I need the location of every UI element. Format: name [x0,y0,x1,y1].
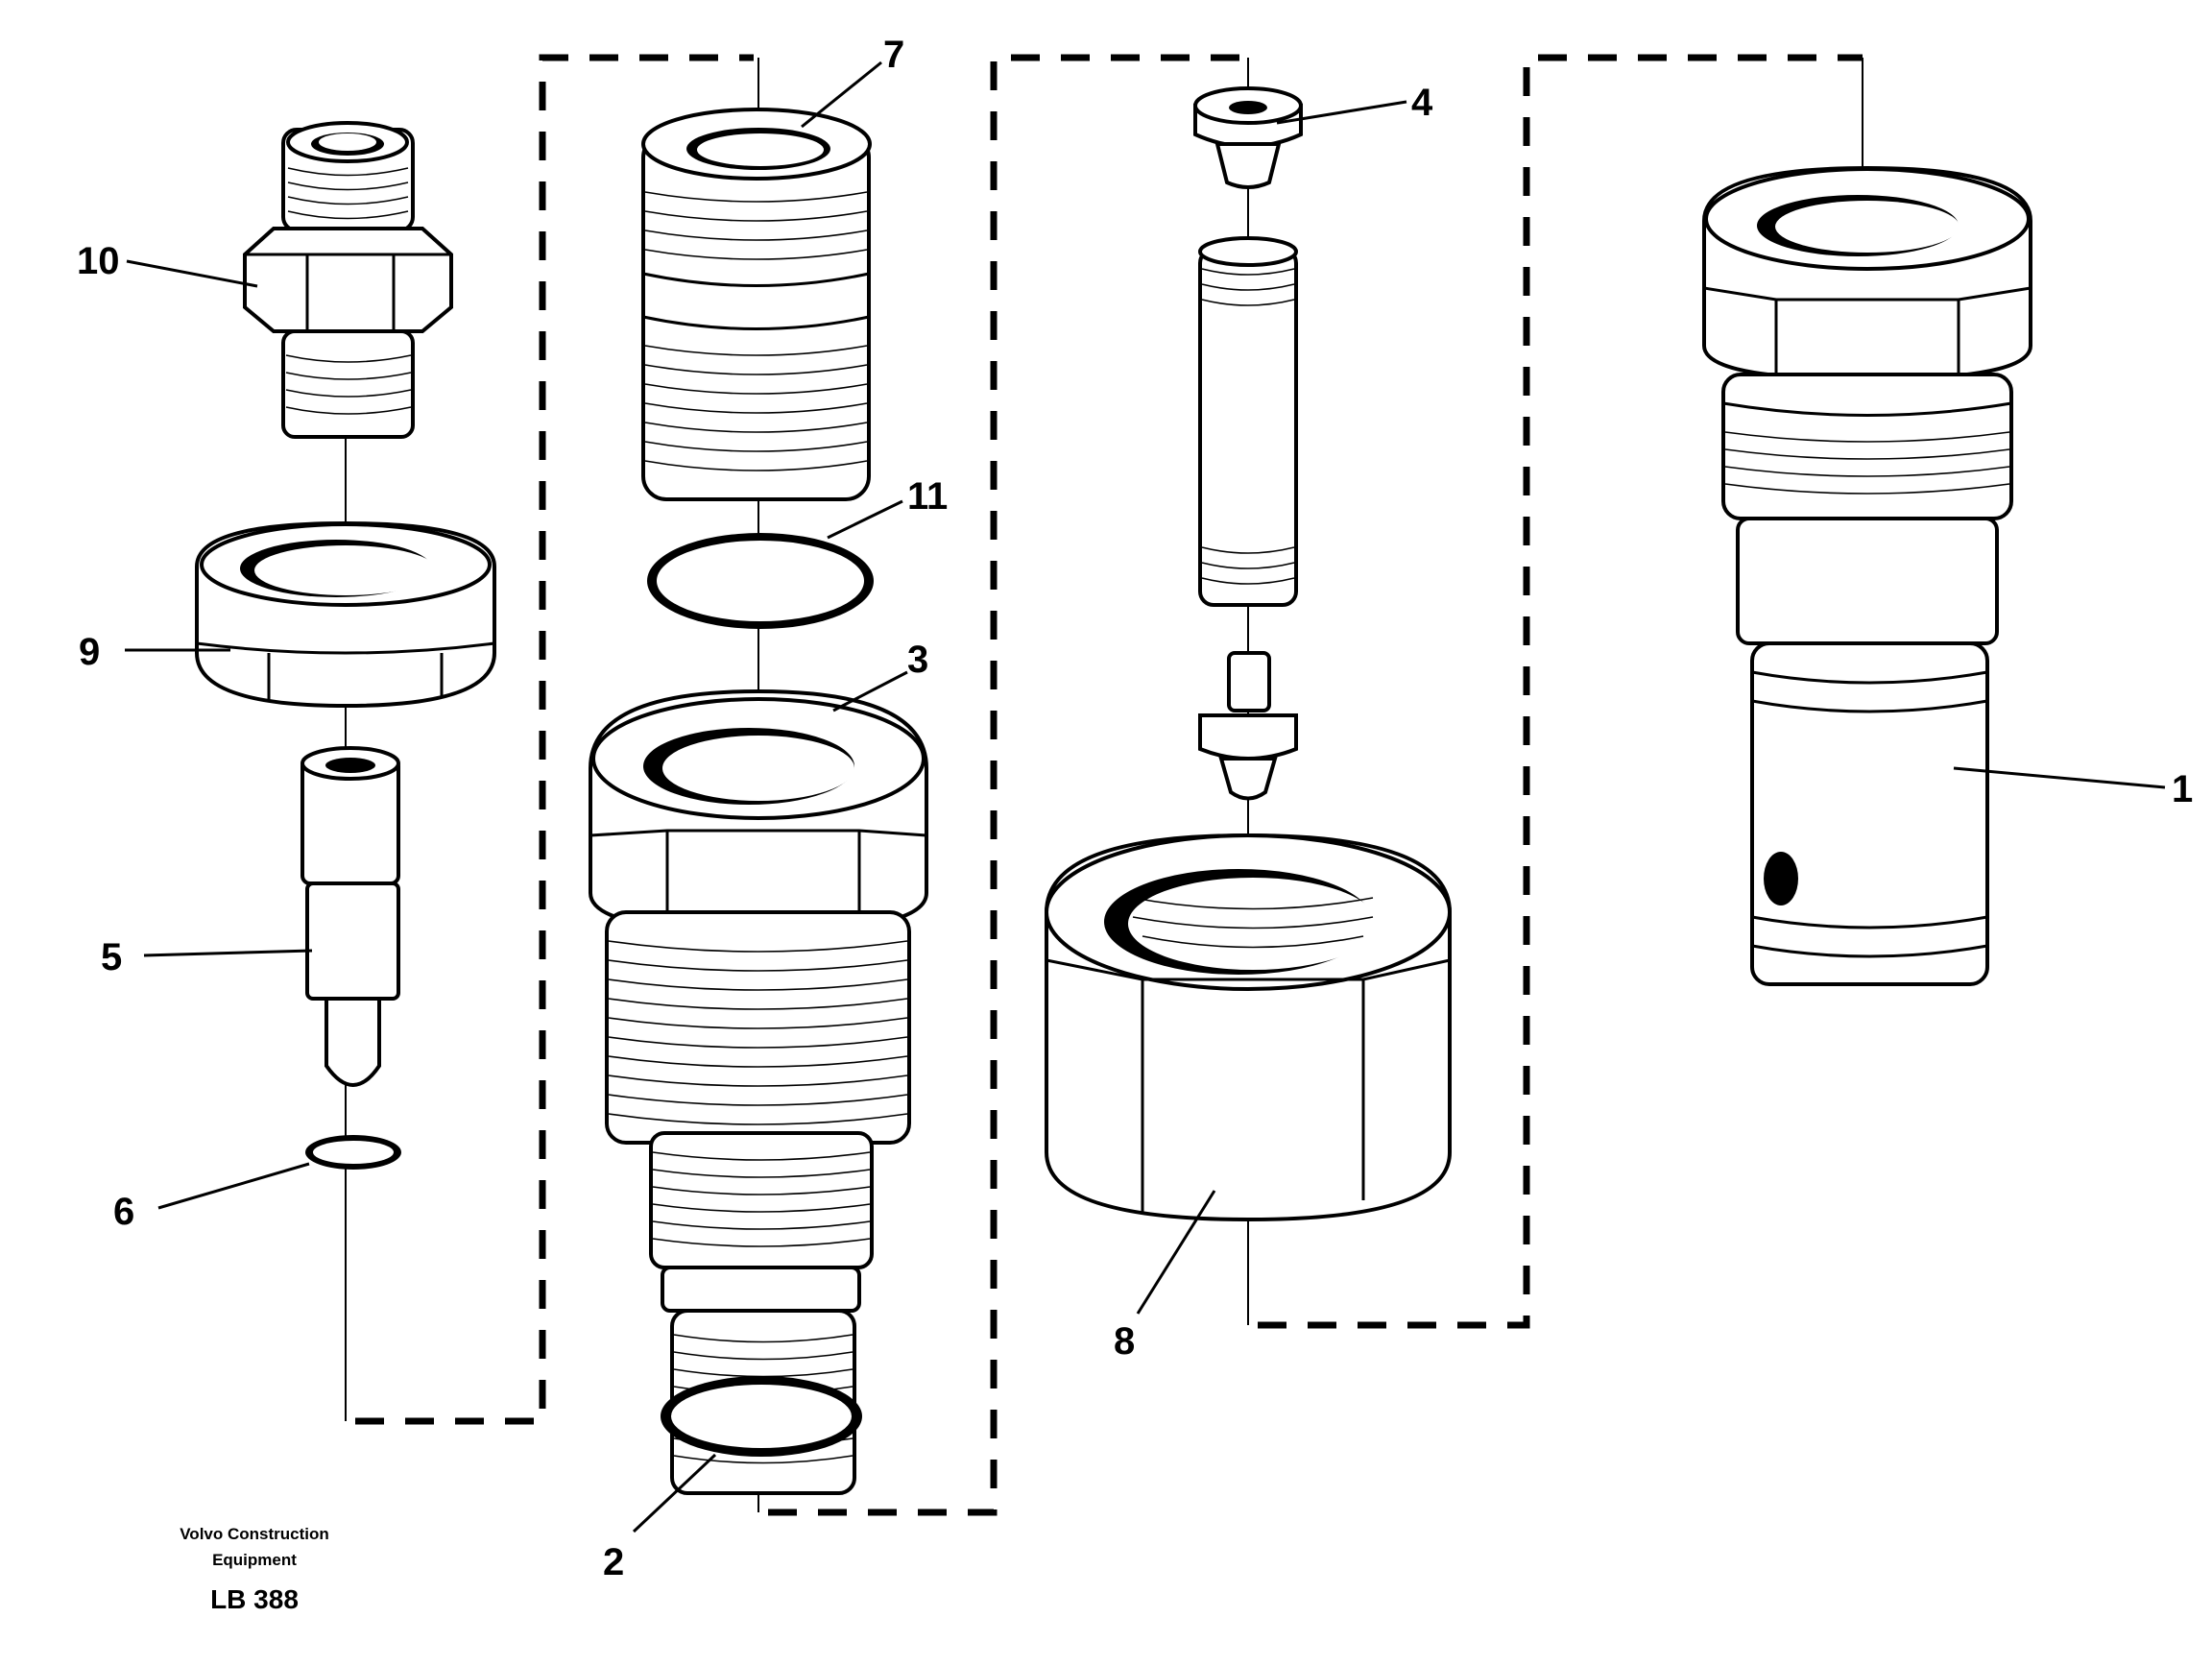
part-5-plunger [301,746,400,1087]
part-7-threaded-bushing [641,108,872,501]
part-9-lock-nut [195,520,496,709]
part-8-large-nut [1045,833,1452,1222]
assembly-dashed-path [355,54,1863,1516]
callout-9: 9 [79,631,100,673]
leader-lines [125,60,2166,1533]
callout-labels: 10 9 5 6 7 11 3 4 8 1 2 [77,34,2193,1583]
callout-6: 6 [113,1191,134,1233]
part-6-small-o-ring [305,1135,401,1170]
callout-8: 8 [1114,1320,1135,1363]
drawing-code: LB 388 [210,1584,299,1614]
callout-2: 2 [603,1541,624,1583]
credit-line-1: Volvo Construction [180,1525,329,1543]
callout-4: 4 [1411,82,1433,124]
callout-5: 5 [101,936,122,978]
callout-7: 7 [883,34,904,76]
callout-10: 10 [77,240,120,282]
callout-1: 1 [2172,768,2193,810]
part-1-valve-cartridge [1702,165,2032,986]
credit-line-2: Equipment [212,1551,297,1569]
callout-3: 3 [907,639,928,681]
axis-lines [345,58,1863,1512]
part-11-o-ring [647,533,874,629]
part-4-pilot-cartridge [1193,86,1303,801]
part-10-adapter-fitting [243,121,453,439]
callout-11: 11 [907,475,948,518]
part-2-o-ring [661,1376,862,1457]
publisher-credit: Volvo Construction Equipment LB 388 [180,1525,329,1614]
part-3-valve-body [589,688,928,1495]
